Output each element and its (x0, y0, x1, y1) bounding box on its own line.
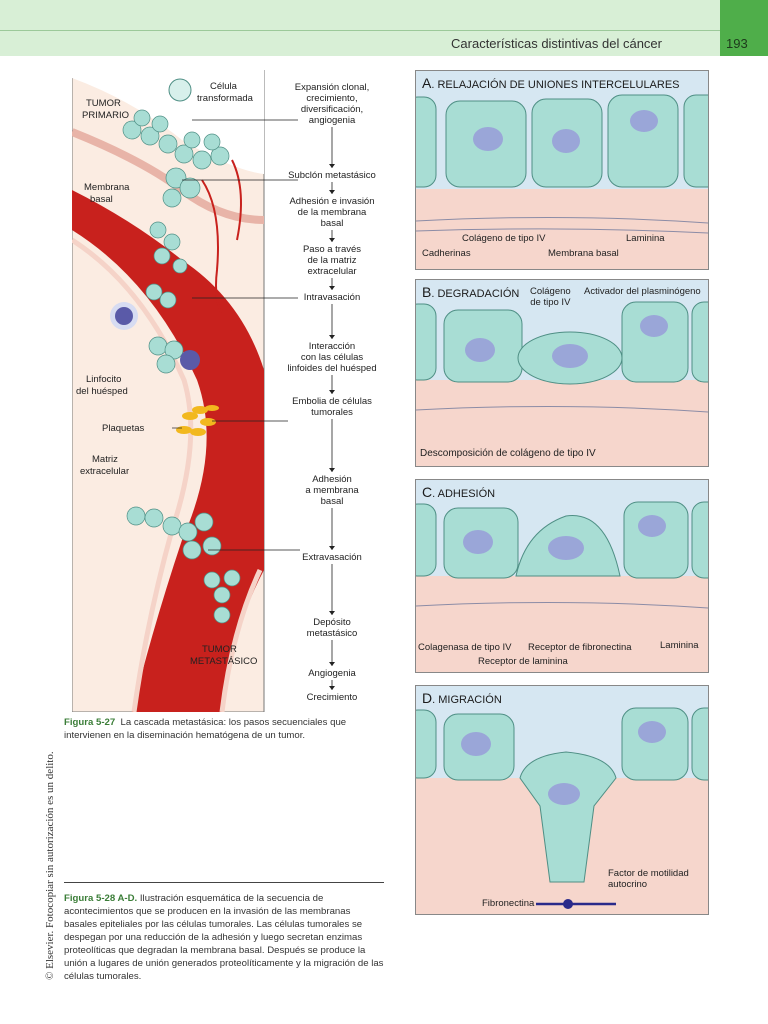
panel-c: C. ADHESIÓN Colagenasa de tipo IV Recept… (415, 479, 709, 673)
caption-rule (64, 882, 384, 883)
metastatic-cascade-illustration: TUMOR PRIMARIO Célula transformada Membr… (70, 69, 377, 713)
panel-a-title: A. RELAJACIÓN DE UNIONES INTERCELULARES (422, 75, 680, 91)
panel-a: A. RELAJACIÓN DE UNIONES INTERCELULARES … (415, 70, 709, 270)
cascade-arrowhead (329, 164, 335, 168)
label-laminin-receptor: Receptor de laminina (478, 656, 568, 667)
label-matrix-2: extracelular (80, 466, 129, 477)
caption-text: La cascada metastásica: los pasos secuen… (64, 717, 347, 741)
running-header: Características distintivas del cáncer (0, 0, 720, 56)
label-primary-tumor-2: PRIMARIO (82, 110, 129, 121)
primary-tumor-cells (122, 109, 241, 624)
label-basement-2: basal (90, 194, 113, 205)
cascade-arrowhead (329, 390, 335, 394)
caption-label: Figura 5-27 (64, 717, 116, 728)
label-platelets: Plaquetas (102, 423, 145, 434)
cascade-arrowhead (329, 662, 335, 666)
cascade-arrowhead (329, 238, 335, 242)
label-collagenase: Colagenasa de tipo IV (418, 642, 512, 653)
label-metastatic-1: TUMOR (202, 644, 237, 655)
page-number-tab: 193 (720, 0, 768, 56)
label-metastatic-2: METASTÁSICO (190, 656, 257, 667)
vessel-wall-left (70, 237, 194, 713)
label-fibronectin-receptor: Receptor de fibronectina (528, 642, 632, 653)
label-matrix-1: Matriz (92, 454, 118, 465)
label-cadherins: Cadherinas (422, 248, 471, 259)
copyright-notice: © Elsevier. Fotocopiar sin autorización … (44, 751, 56, 980)
cascade-arrowhead (329, 468, 335, 472)
cascade-step: Extravasación (302, 552, 362, 563)
cascade-steps: Expansión clonal,crecimiento,diversifica… (287, 82, 376, 703)
panel-b-title: B. DEGRADACIÓN (422, 284, 520, 300)
panel-d-illustration (416, 707, 708, 914)
panel-a-illustration (416, 94, 708, 269)
label-collagen: Colágeno de tipo IV (462, 233, 546, 244)
label-transformed-cell-2: transformada (197, 93, 254, 104)
cascade-arrowhead (329, 190, 335, 194)
label-lymphocyte-2: del huésped (76, 386, 128, 397)
label-basement: Membrana basal (548, 248, 619, 259)
figure-5-27: TUMOR PRIMARIO Célula transformada Membr… (70, 69, 382, 713)
transformed-cell (168, 78, 192, 102)
cascade-step: Crecimiento (307, 692, 358, 703)
header-rule (0, 30, 720, 31)
page-number: 193 (726, 36, 748, 51)
cascade-arrowhead (329, 611, 335, 615)
figure-5-27-caption: Figura 5-27 La cascada metastásica: los … (64, 716, 386, 742)
cascade-arrowhead (329, 286, 335, 290)
lymphocyte-nucleus (180, 350, 200, 370)
lymphocyte-nucleus (115, 307, 133, 325)
cascade-arrowhead (329, 546, 335, 550)
panel-c-illustration (416, 501, 708, 672)
cascade-step: Expansión clonal,crecimiento,diversifica… (295, 82, 369, 126)
label-breakdown: Descomposición de colágeno de tipo IV (420, 448, 596, 459)
caption-label: Figura 5-28 A-D. (64, 893, 138, 904)
label-fibronectin: Fibronectina (482, 898, 535, 909)
vessel-wall-right (219, 568, 263, 713)
capillary (231, 159, 242, 241)
platelets (176, 405, 219, 436)
cascade-arrowhead (329, 686, 335, 690)
chapter-title: Características distintivas del cáncer (451, 36, 662, 51)
label-transformed-cell-1: Célula (210, 81, 238, 92)
figure-5-28-caption: Figura 5-28 A-D. Ilustración esquemática… (64, 892, 386, 983)
cascade-step: Subclón metastásico (288, 170, 376, 181)
illustration-labels: TUMOR PRIMARIO Célula transformada Membr… (76, 81, 257, 667)
cascade-step: Intravasación (304, 292, 361, 303)
label-activator: Activador del plasminógeno (584, 286, 701, 297)
label-laminin-c: Laminina (660, 640, 699, 651)
panel-d-title: D. MIGRACIÓN (422, 690, 502, 706)
panel-c-title: C. ADHESIÓN (422, 484, 496, 500)
cascade-step: Angiogenia (308, 668, 356, 679)
label-primary-tumor-1: TUMOR (86, 98, 121, 109)
label-lymphocyte-1: Linfocito (86, 374, 121, 385)
capillary (201, 179, 233, 331)
cascade-arrowhead (329, 335, 335, 339)
label-laminin: Laminina (626, 233, 665, 244)
leader-lines (172, 119, 300, 551)
label-basement-1: Membrana (84, 182, 130, 193)
panel-b-illustration (416, 301, 708, 466)
caption-text: Ilustración esquemática de la secuencia … (64, 893, 384, 982)
